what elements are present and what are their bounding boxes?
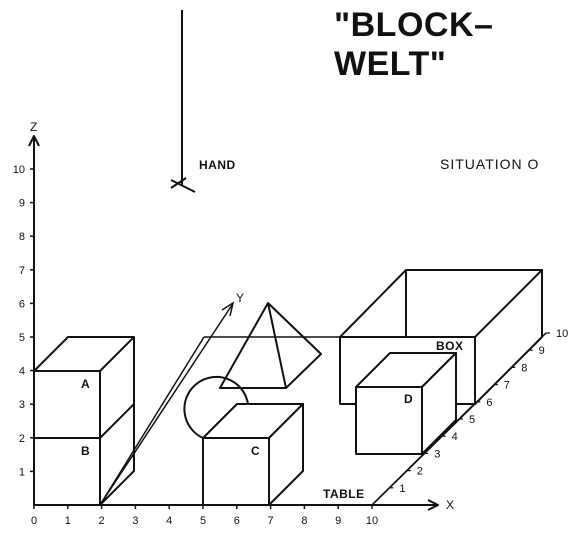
depth-tick-label: 8 (521, 362, 527, 374)
depth-tick-label: 5 (469, 414, 475, 426)
block-a-top (33, 336, 135, 372)
pyramid-edge (267, 302, 287, 389)
z-axis-name: Z (30, 120, 37, 134)
x-tick-label: 0 (31, 515, 37, 527)
y-axis-arrow (221, 301, 235, 317)
x-axis-arrow (427, 499, 439, 511)
z-tick-label: 3 (19, 399, 25, 411)
x-ticks: 0 1 2 3 4 5 6 7 8 9 10 (31, 505, 378, 527)
x-tick-label: 5 (200, 515, 206, 527)
z-ticks: 1 2 3 4 5 6 7 8 9 10 (13, 164, 34, 478)
z-axis-arrow (28, 135, 40, 147)
x-tick-label: 1 (65, 515, 71, 527)
hand-label: HAND (199, 158, 236, 172)
depth-tick-label: 2 (417, 466, 423, 478)
depth-tick-label: 10 (556, 328, 568, 340)
z-tick-label: 8 (19, 231, 25, 243)
block-d-side (421, 352, 457, 455)
depth-tick-label: 3 (434, 448, 440, 460)
z-tick-label: 4 (19, 366, 25, 378)
depth-tick-label: 7 (504, 380, 510, 392)
depth-tick-label: 4 (452, 431, 458, 443)
x-tick-label: 7 (268, 515, 274, 527)
z-tick-label: 6 (19, 298, 25, 310)
hand: HAND (170, 10, 236, 193)
y-axis-line (99, 304, 233, 506)
hand-gripper (170, 179, 196, 193)
block-d-label: D (404, 392, 413, 406)
box-right-wall (474, 269, 543, 405)
x-tick-label: 6 (234, 515, 240, 527)
x-tick-label: 2 (99, 515, 105, 527)
block-d: D (355, 352, 457, 455)
z-tick-label: 1 (19, 466, 25, 478)
x-axis-name: X (446, 498, 454, 512)
x-tick-label: 4 (166, 515, 172, 527)
block-b-label: B (81, 444, 90, 458)
x-tick-label: 10 (366, 515, 378, 527)
depth-tick-label: 9 (539, 345, 545, 357)
z-tick-label: 9 (19, 198, 25, 210)
block-a-side (99, 337, 135, 439)
pyramid (219, 302, 322, 389)
table-front-right-edge (371, 403, 476, 506)
x-tick-label: 9 (335, 515, 341, 527)
depth-tick-label: 1 (399, 483, 405, 495)
hand-gripper-cross (170, 177, 187, 189)
z-tick-label: 2 (19, 433, 25, 445)
table-left-edge (99, 336, 205, 506)
table: TABLE (99, 336, 365, 506)
block-c-label: C (251, 444, 260, 458)
y-axis-name: Y (236, 291, 244, 305)
z-tick-label: 7 (19, 265, 25, 277)
block-b-side (99, 404, 135, 506)
block-a-label: A (81, 377, 90, 391)
z-tick-label: 10 (13, 164, 25, 176)
depth-tick-label: 6 (486, 397, 492, 409)
diagram-title: "BLOCK–WELT" (334, 6, 494, 83)
block-c: C (202, 403, 304, 506)
situation-label: SITUATION O (440, 156, 540, 172)
block-c-side (268, 403, 304, 506)
table-label: TABLE (323, 487, 365, 501)
z-tick-label: 5 (19, 332, 25, 344)
x-tick-label: 3 (132, 515, 138, 527)
x-tick-label: 8 (301, 515, 307, 527)
block-a: A (33, 336, 135, 439)
box-label: BOX (436, 339, 464, 353)
